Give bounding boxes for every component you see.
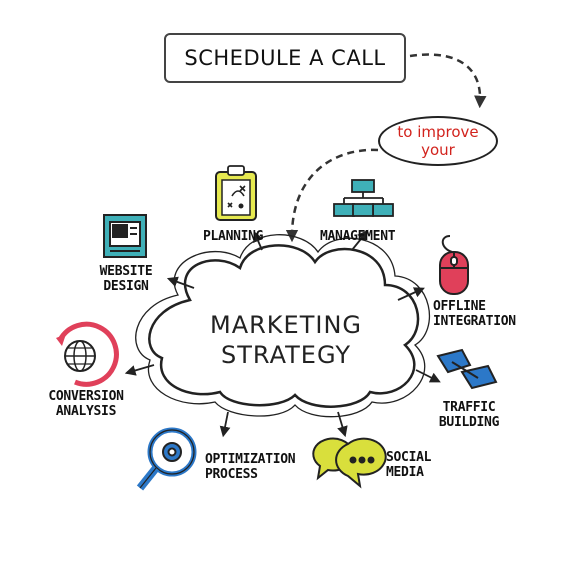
traffic-label-line-1: TRAFFIC (442, 400, 496, 415)
planning-label: PLANNING (203, 229, 264, 244)
bubble-line-1: to improve (397, 123, 479, 141)
road-sign-icon (436, 348, 498, 390)
center-title-line-2: STRATEGY (220, 341, 352, 369)
offline-label-line-2: INTEGRATION (433, 314, 516, 329)
dashed-arrow-cta-to-bubble (409, 53, 487, 109)
optimization-process-label: OPTIMIZATION PROCESS (205, 452, 296, 482)
conversion-label-line-2: ANALYSIS (55, 404, 117, 419)
mouse-icon (439, 235, 469, 295)
dashed-arrow-bubble-to-center (285, 148, 379, 243)
optimization-label-line-1: OPTIMIZATION (205, 452, 296, 467)
website-label-line-1: WEBSITE (99, 264, 153, 279)
social-label-line-2: MEDIA (386, 465, 424, 480)
bubble-line-2: your (421, 141, 455, 159)
globe-cycle-icon (56, 321, 119, 387)
offline-integration-label: OFFLINE INTEGRATION (433, 299, 516, 329)
org-chart-icon (333, 179, 394, 217)
traffic-label-line-2: BUILDING (438, 415, 500, 430)
optimization-label-line-2: PROCESS (205, 467, 258, 482)
conversion-analysis-label: CONVERSION ANALYSIS (40, 389, 132, 419)
center-title: MARKETING STRATEGY (176, 310, 396, 370)
clipboard-icon (215, 165, 257, 221)
traffic-building-label: TRAFFIC BUILDING (437, 400, 501, 430)
website-design-label: WEBSITE DESIGN (96, 264, 156, 294)
website-label-line-2: DESIGN (103, 279, 149, 294)
chat-bubbles-icon (312, 437, 387, 489)
center-title-line-1: MARKETING (210, 311, 362, 339)
improve-bubble: to improve your (378, 116, 498, 166)
schedule-call-button[interactable]: SCHEDULE A CALL (164, 33, 406, 83)
magnifier-gear-icon (136, 427, 197, 491)
offline-label-line-1: OFFLINE (433, 299, 486, 314)
monitor-icon (103, 214, 147, 258)
spokes (124, 229, 441, 438)
management-label: MANAGEMENT (320, 229, 396, 244)
conversion-label-line-1: CONVERSION (48, 389, 124, 404)
social-label-line-1: SOCIAL (386, 450, 432, 465)
social-media-label: SOCIAL MEDIA (386, 450, 431, 480)
